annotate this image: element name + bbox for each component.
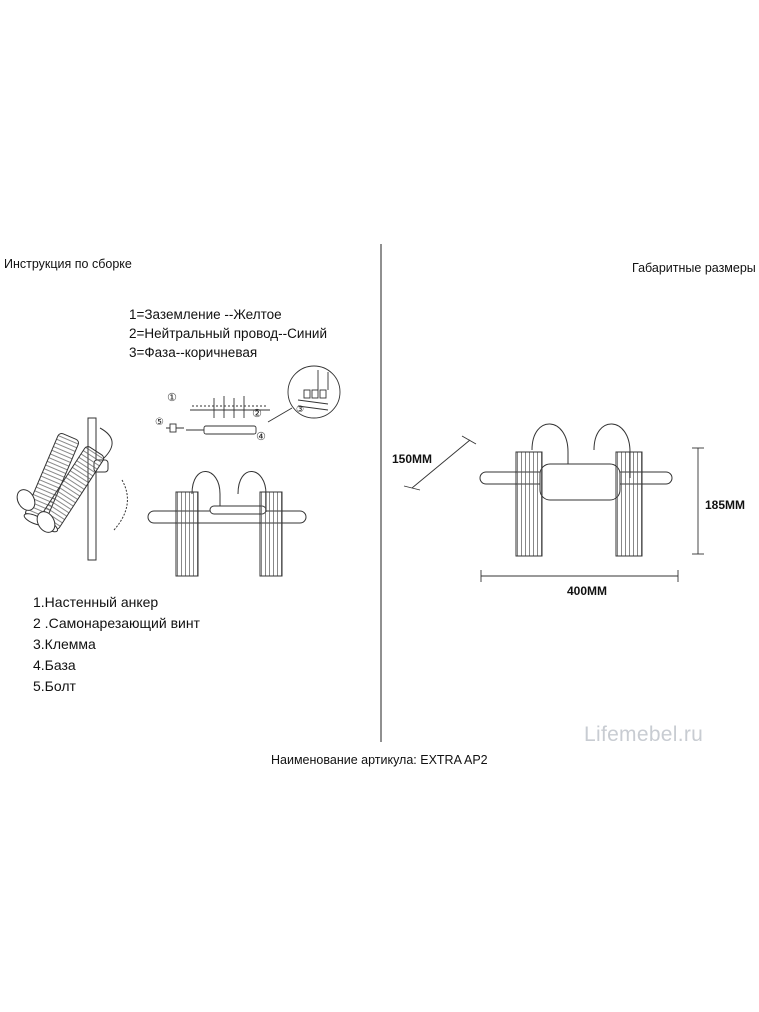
parts-list: 1.Настенный анкер 2 .Самонарезающий винт… bbox=[33, 592, 200, 697]
part-terminal: 3.Клемма bbox=[33, 636, 96, 652]
dimensions-title: Габаритные размеры bbox=[632, 261, 756, 275]
callout-3: ③ bbox=[296, 405, 304, 415]
article-name: Наименование артикула: EXTRA AP2 bbox=[271, 753, 488, 767]
part-wall-anchor: 1.Настенный анкер bbox=[33, 594, 159, 610]
side-view bbox=[16, 417, 128, 561]
callout-1: ① bbox=[167, 391, 177, 404]
part-self-tapping-screw: 2 .Самонарезающий винт bbox=[33, 615, 200, 631]
front-view-right bbox=[479, 423, 673, 557]
dimension-height: 185MM bbox=[705, 498, 746, 512]
callout-5: ⑤ bbox=[155, 417, 164, 428]
wiring-ground: 1=Заземление --Желтое bbox=[129, 307, 282, 322]
wiring-phase: 3=Фаза--коричневая bbox=[129, 345, 258, 360]
front-view-left bbox=[147, 471, 307, 577]
assembly-title: Инструкция по сборке bbox=[4, 257, 132, 271]
part-bolt: 5.Болт bbox=[33, 678, 76, 694]
watermark-text: Lifemebel.ru bbox=[584, 723, 704, 746]
dimension-depth: 150MM bbox=[392, 452, 433, 466]
dimension-width: 400MM bbox=[567, 584, 608, 598]
part-base: 4.База bbox=[33, 657, 76, 673]
wiring-legend: 1=Заземление --Желтое 2=Нейтральный пров… bbox=[129, 305, 327, 362]
wiring-neutral: 2=Нейтральный провод--Синий bbox=[129, 326, 328, 341]
callout-2: ② bbox=[252, 407, 262, 420]
installation-detail bbox=[166, 365, 341, 435]
callout-4: ④ bbox=[256, 430, 266, 443]
dimension-lines bbox=[403, 435, 704, 582]
